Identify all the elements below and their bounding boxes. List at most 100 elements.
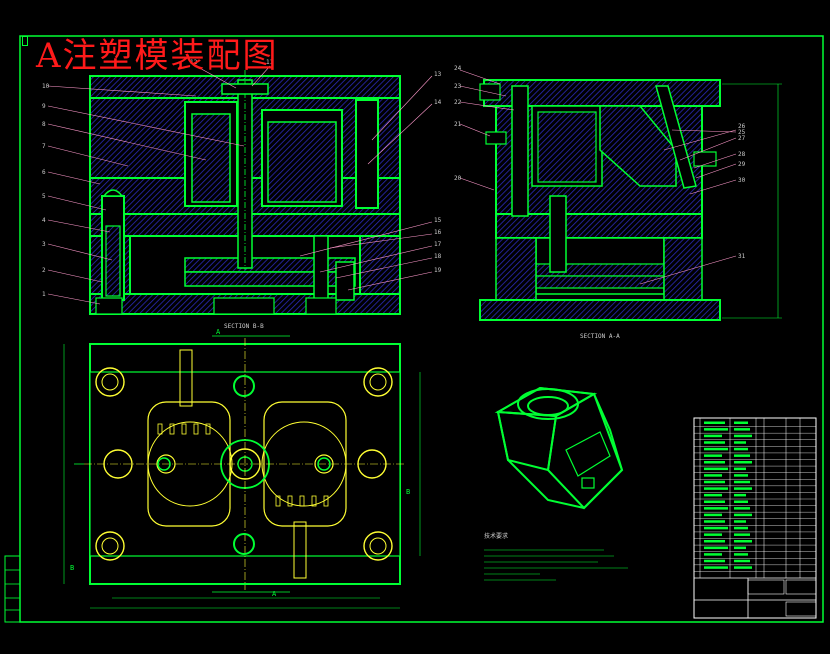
leader	[639, 255, 737, 285]
leader	[47, 145, 129, 167]
side-sprue	[511, 85, 529, 217]
leader	[329, 233, 433, 249]
part-label: 19	[434, 267, 442, 274]
leader	[47, 85, 197, 97]
title-block-entry	[704, 441, 725, 444]
slot	[299, 495, 305, 507]
tb-code-cell	[785, 601, 817, 617]
title-block-entry	[734, 454, 750, 457]
part-label: 10	[42, 83, 50, 90]
title-block-entry	[734, 480, 750, 484]
title-block-entry	[734, 421, 748, 424]
title-block-rows	[694, 421, 816, 572]
part-label: 22	[454, 99, 462, 106]
leader	[459, 177, 495, 191]
part-label: 12	[190, 59, 198, 66]
slide-rail-bottom	[293, 521, 307, 579]
section-aa-label: SECTION A-A	[580, 333, 620, 340]
ejector-hole-left	[157, 457, 171, 471]
part-label: 20	[454, 175, 462, 182]
side-ejector-plate-2	[535, 275, 665, 289]
part-label: 15	[434, 217, 442, 224]
part-label: 16	[434, 229, 442, 236]
part-label: 23	[454, 83, 462, 90]
leader	[347, 271, 433, 291]
leader	[47, 195, 107, 211]
title-block-frame	[693, 417, 817, 619]
guide-pin-left-inner	[105, 225, 121, 297]
title-block-entry	[704, 526, 728, 530]
ejector-hole-top	[233, 375, 255, 397]
title-block-entry	[734, 540, 752, 543]
title-block-entry	[704, 520, 725, 523]
slot	[157, 423, 163, 435]
title-block-entry	[704, 474, 722, 477]
part-label: 13	[434, 71, 442, 78]
part-label: 17	[434, 241, 442, 248]
leader	[47, 171, 101, 185]
section-mark: A	[216, 328, 221, 336]
side-screw	[485, 131, 507, 145]
ejector-pin	[313, 235, 329, 301]
title-block-entry	[704, 434, 722, 438]
title-block-entry	[704, 461, 725, 464]
pin-hole	[314, 454, 334, 474]
side-bottom-plate	[479, 299, 721, 321]
part-label: 7	[42, 143, 46, 150]
slot	[287, 495, 293, 507]
pin-hole	[156, 454, 176, 474]
leader	[47, 105, 245, 147]
part-label: 4	[42, 217, 46, 224]
locating-ring	[221, 83, 269, 95]
core-right	[267, 121, 337, 203]
bottom-bolt-1	[95, 297, 123, 315]
front-section-view	[47, 65, 433, 315]
frame-inner-margin	[4, 555, 21, 623]
title-block-entry	[734, 553, 748, 556]
bottom-bolt-3	[305, 297, 337, 315]
guide-hole-inner	[101, 537, 119, 555]
support-pillar	[335, 261, 355, 301]
section-mark: B	[70, 564, 74, 572]
leader	[459, 69, 501, 85]
guide-hole-inner	[369, 537, 387, 555]
side-guide-pin	[549, 195, 567, 273]
title-block-entry	[704, 513, 722, 517]
bottom-bolt-2	[213, 297, 275, 315]
title-block-entry	[734, 526, 748, 530]
part-label: 26	[738, 123, 746, 130]
ejector-hole-right	[317, 457, 331, 471]
section-mark: A	[272, 590, 277, 598]
title-block-entry	[704, 487, 728, 490]
part-label: 21	[454, 121, 462, 128]
part-label: 29	[738, 161, 746, 168]
title-block-entry	[704, 566, 728, 569]
leader	[251, 65, 271, 87]
leader	[47, 243, 113, 261]
front-section-labels: 10 9 8 7 6 5 4 3 2 1 12 11 13 14 15 16 1…	[42, 59, 442, 330]
title-block-entry	[734, 447, 748, 451]
guide-hole	[363, 367, 393, 397]
part-label: 28	[738, 151, 746, 158]
title-block-entry	[704, 467, 728, 471]
leader	[367, 103, 433, 165]
guide-hole	[363, 531, 393, 561]
tb-logo-cell	[785, 579, 817, 595]
title-block	[693, 417, 817, 619]
title-block-entry	[734, 513, 752, 517]
part-label: 9	[42, 103, 46, 110]
guide-hole	[95, 531, 125, 561]
title-block-entry	[734, 520, 746, 523]
part-label: 31	[738, 253, 746, 260]
leader	[47, 293, 101, 305]
title-block-entry	[704, 553, 722, 556]
leader	[47, 219, 111, 233]
side-rail-left	[495, 237, 537, 301]
title-block-entry	[734, 434, 752, 438]
isometric-part-view	[494, 386, 624, 510]
part-label: 11	[266, 59, 274, 66]
slot	[205, 423, 211, 435]
part-label: 30	[738, 177, 746, 184]
side-heel	[693, 151, 717, 167]
title-block-entry	[704, 546, 728, 550]
